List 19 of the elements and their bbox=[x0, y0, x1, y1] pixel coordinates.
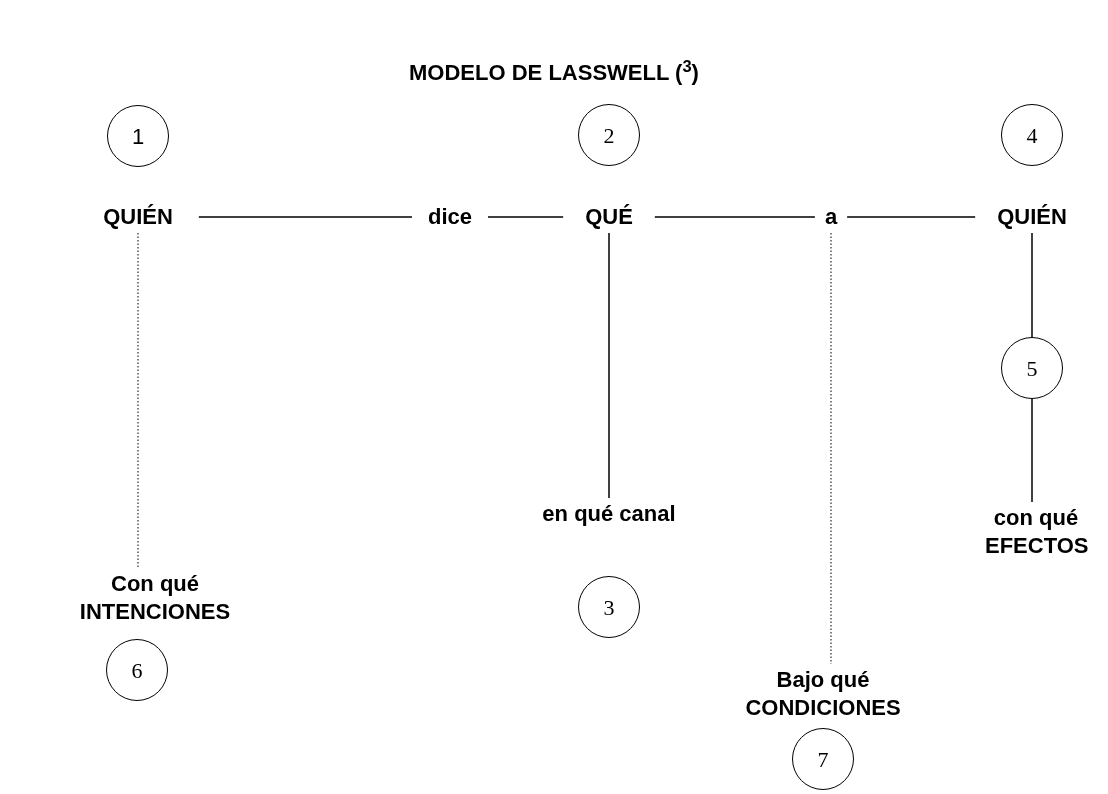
term-label: Bajo qué CONDICIONES bbox=[728, 664, 918, 724]
connector-line bbox=[487, 216, 564, 218]
term-label: dice bbox=[412, 201, 488, 233]
connector-line bbox=[608, 232, 610, 499]
connector-line bbox=[846, 216, 976, 218]
dotted-line bbox=[830, 232, 832, 665]
term-label: QUIÉN bbox=[975, 201, 1089, 233]
dotted-line bbox=[137, 232, 139, 569]
connector-line bbox=[654, 216, 816, 218]
term-label: en qué canal bbox=[534, 498, 684, 530]
term-label: con qué EFECTOS bbox=[981, 502, 1091, 562]
term-label: Con qué INTENCIONES bbox=[60, 568, 250, 628]
term-label: QUIÉN bbox=[77, 201, 199, 233]
term-label: a bbox=[814, 201, 848, 233]
term-label: QUÉ bbox=[563, 201, 655, 233]
connector-line bbox=[1031, 232, 1033, 338]
connector-line bbox=[198, 216, 413, 218]
diagram-title: MODELO DE LASSWELL ($^{3}$) bbox=[409, 56, 699, 87]
connector-line bbox=[1031, 398, 1033, 503]
